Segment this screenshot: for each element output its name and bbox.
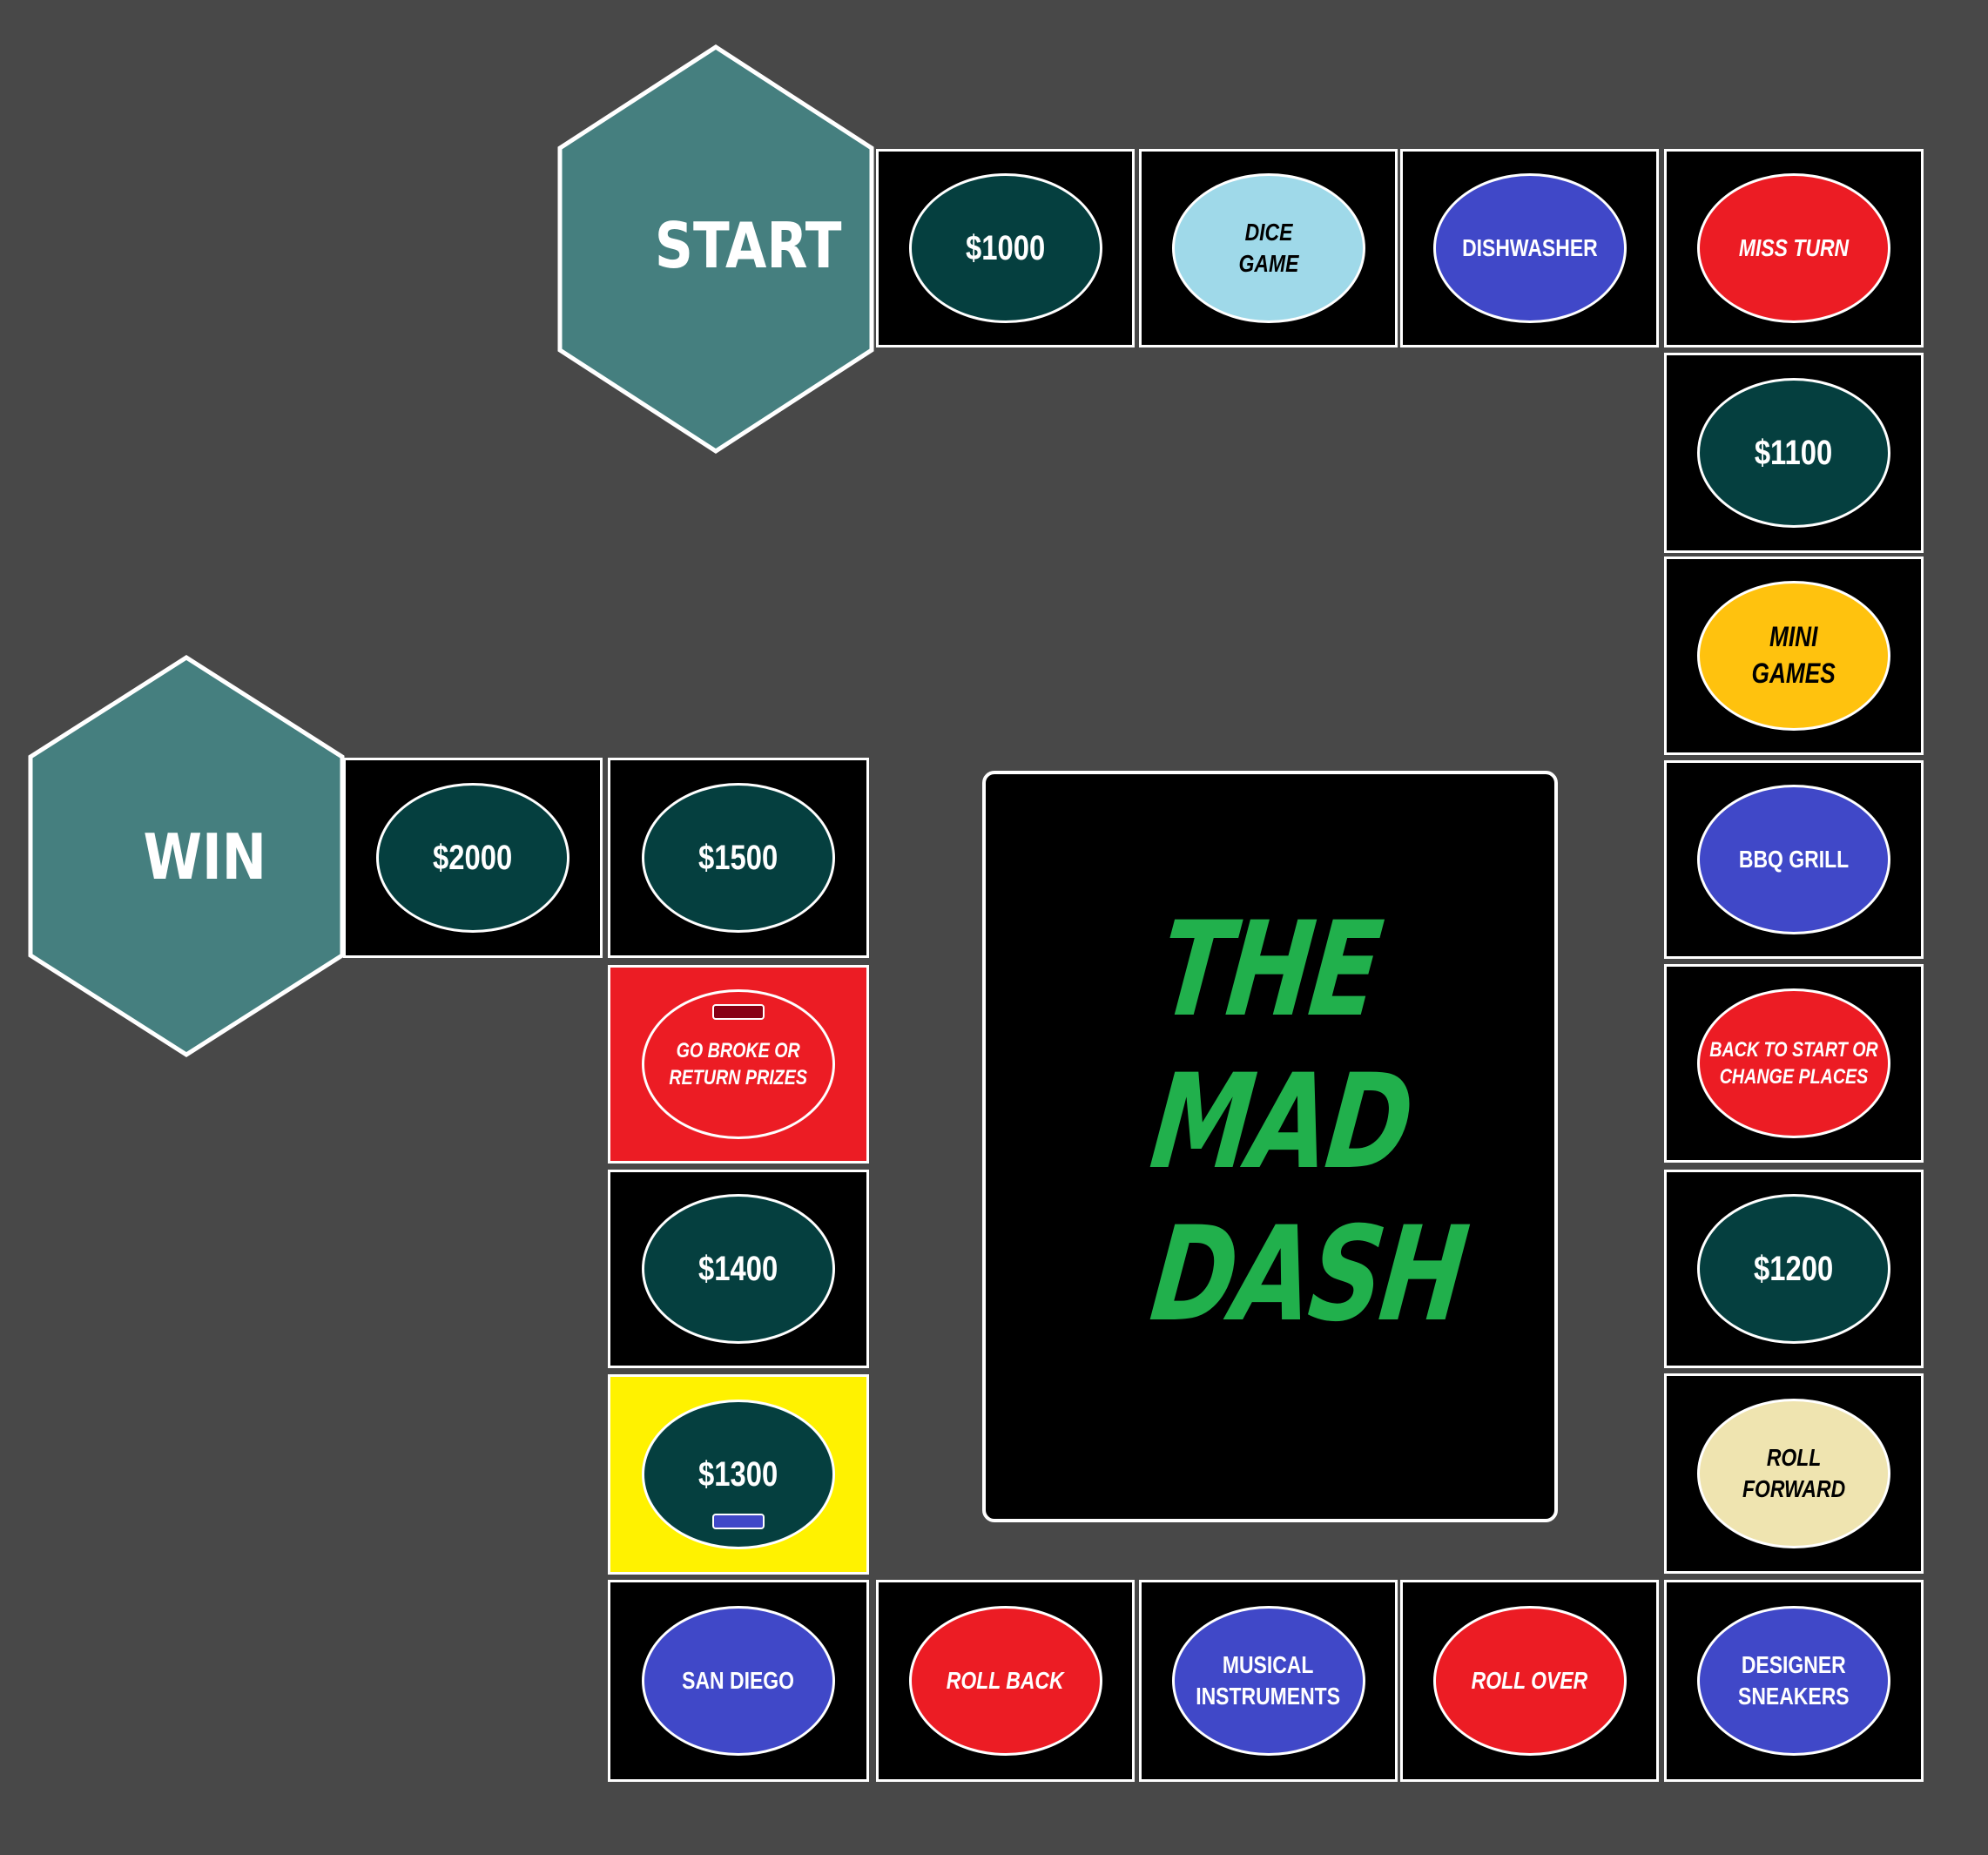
title-panel: THE MAD DASH [982,771,1558,1522]
player-token[interactable] [712,1514,765,1529]
space-1400-oval: $1400 [642,1194,835,1344]
space-bbq-grill[interactable]: BBQ GRILL [1664,760,1924,959]
space-dishwasher-oval: DISHWASHER [1432,173,1627,323]
space-bbq-grill-label: BBQ GRILL [1738,845,1850,873]
space-1100-oval: $1100 [1697,378,1890,528]
space-san-diego-oval: SAN DIEGO [642,1606,835,1756]
space-1000-label: $1000 [965,229,1046,267]
space-miss-turn[interactable]: MISS TURN [1664,149,1924,347]
space-1200-oval: $1200 [1697,1194,1890,1344]
title-line-2: MAD [1144,1047,1419,1198]
space-2000-oval: $2000 [376,783,569,933]
space-roll-back-label: ROLL BACK [947,1666,1064,1694]
space-roll-over-oval: ROLL OVER [1432,1606,1627,1756]
space-1000-oval: $1000 [908,173,1102,323]
start-hex[interactable] [556,44,875,455]
player-token[interactable] [712,1004,765,1020]
space-miss-turn-label: MISS TURN [1738,233,1850,261]
space-1000[interactable]: $1000 [876,149,1135,347]
start-label: START [654,209,842,282]
title-line-3: DASH [1144,1199,1472,1351]
space-roll-over-label: ROLL OVER [1471,1666,1588,1694]
space-2000-label: $2000 [433,839,513,877]
space-2000[interactable]: $2000 [343,758,603,958]
space-1500[interactable]: $1500 [608,758,869,958]
space-roll-back-oval: ROLL BACK [908,1606,1102,1756]
win-label: WIN [143,820,266,894]
space-roll-over[interactable]: ROLL OVER [1400,1580,1659,1782]
space-1200[interactable]: $1200 [1664,1170,1924,1368]
space-dishwasher[interactable]: DISHWASHER [1400,149,1659,347]
space-1500-label: $1500 [698,839,778,877]
space-1400-label: $1400 [698,1250,778,1288]
win-hex[interactable] [27,654,346,1058]
space-1300[interactable]: $1300 [608,1374,869,1575]
space-bbq-grill-oval: BBQ GRILL [1697,785,1890,934]
space-1400[interactable]: $1400 [608,1170,869,1368]
space-roll-back[interactable]: ROLL BACK [876,1580,1135,1782]
space-1300-label: $1300 [698,1455,778,1494]
space-miss-turn-oval: MISS TURN [1697,173,1890,323]
space-san-diego[interactable]: SAN DIEGO [608,1580,869,1782]
space-1100-label: $1100 [1755,434,1833,472]
space-1500-oval: $1500 [642,783,835,933]
title-line-1: THE [1153,894,1386,1046]
space-1200-label: $1200 [1754,1250,1834,1288]
space-san-diego-label: SAN DIEGO [682,1666,795,1694]
space-1100[interactable]: $1100 [1664,353,1924,553]
space-dishwasher-label: DISHWASHER [1461,233,1598,261]
space-1300-oval: $1300 [642,1400,835,1549]
